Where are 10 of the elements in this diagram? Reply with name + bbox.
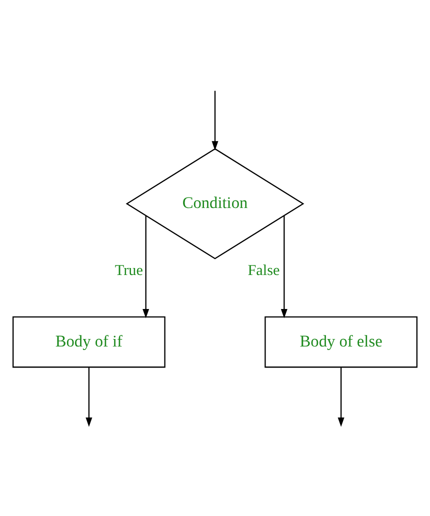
arrow (280, 216, 288, 318)
node-box: Body of if (12, 316, 166, 368)
arrow (86, 367, 92, 427)
arrow (338, 367, 344, 427)
node-box: Body of else (264, 316, 418, 368)
arrow (142, 216, 150, 318)
node-diamond: Condition (126, 148, 304, 260)
arrow (212, 90, 218, 150)
edge-label: True (114, 262, 143, 279)
edge-label: False (248, 262, 280, 279)
